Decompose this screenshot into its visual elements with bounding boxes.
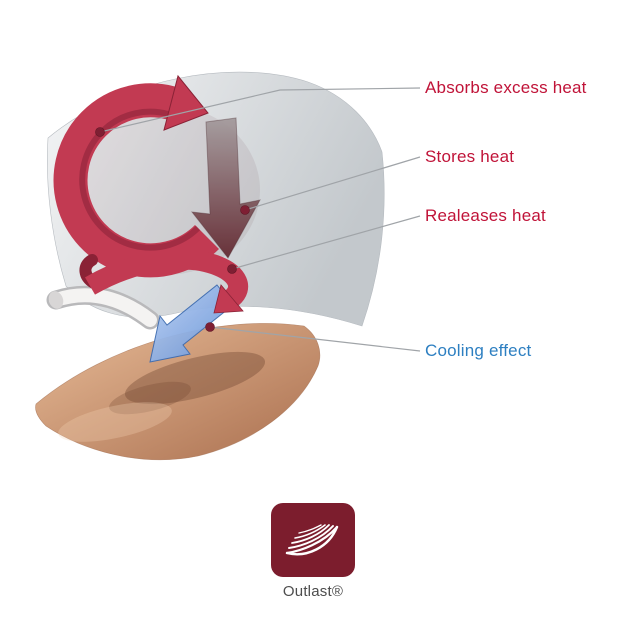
callout-dots xyxy=(95,127,250,332)
callout-leaders xyxy=(99,87,421,352)
callout-absorbs-heat: Absorbs excess heat xyxy=(425,78,587,97)
callout-dot-absorbs xyxy=(95,127,105,137)
callout-releases-heat: Realeases heat xyxy=(425,206,546,225)
leader-line-releases xyxy=(231,215,421,270)
callout-dot-stores xyxy=(240,205,250,215)
leader-line-stores xyxy=(244,156,421,211)
white-tube xyxy=(46,285,160,330)
callout-cooling-effect: Cooling effect xyxy=(425,341,532,360)
leader-line-cooling xyxy=(209,326,421,352)
brand-name: Outlast® xyxy=(282,583,344,600)
outlast-logo xyxy=(271,503,355,577)
brand-logo-block: Outlast® xyxy=(256,503,370,600)
callout-dot-releases xyxy=(227,264,237,274)
callout-dot-cooling xyxy=(205,322,215,332)
stores-heat-arrow xyxy=(190,117,261,259)
callout-stores-heat: Stores heat xyxy=(425,147,515,166)
outlast-swoosh-icon xyxy=(285,524,339,556)
releases-heat-arrow xyxy=(79,249,249,314)
leader-line-absorbs xyxy=(99,87,421,133)
